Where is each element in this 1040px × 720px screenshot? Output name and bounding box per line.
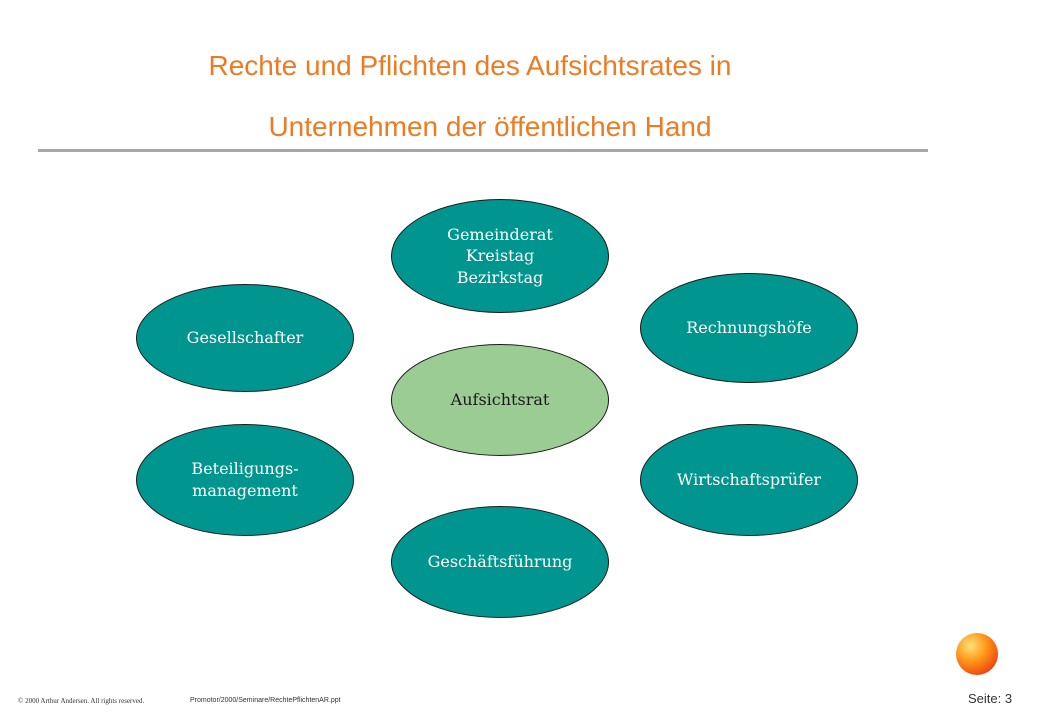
node-gesellschafter: Gesellschafter <box>136 284 354 392</box>
node-gemeinderat-line-1: Gemeinderat <box>447 224 553 244</box>
node-gemeinderat: Gemeinderat Kreistag Bezirkstag <box>391 199 609 313</box>
node-gesellschafter-label: Gesellschafter <box>186 328 304 348</box>
node-aufsichtsrat-label: Aufsichtsrat <box>450 390 550 410</box>
node-wirtschaftspruefer: Wirtschaftsprüfer <box>640 424 858 536</box>
node-gemeinderat-line-2: Kreistag <box>465 246 535 266</box>
node-rechnungshoefe-label: Rechnungshöfe <box>686 318 812 338</box>
title-divider <box>38 149 928 152</box>
node-geschaeftsfuehrung-label: Geschäftsführung <box>427 552 573 572</box>
node-gemeinderat-line-3: Bezirkstag <box>456 267 544 287</box>
node-beteiligungsmanagement: Beteiligungs- management <box>136 424 354 536</box>
node-beteiligung-line-2: management <box>192 481 298 500</box>
node-rechnungshoefe: Rechnungshöfe <box>640 273 858 383</box>
footer-file-path: Promotor/2000/Seminare/RechtePflichtenAR… <box>190 697 341 704</box>
node-wirtschaftspruefer-label: Wirtschaftsprüfer <box>676 470 822 490</box>
slide-title-line-2: Unternehmen der öffentlichen Hand <box>268 111 712 142</box>
footer-page-number: Seite: 3 <box>968 691 1013 706</box>
footer-copyright: © 2000 Arthur Andersen. All rights reser… <box>18 697 145 705</box>
node-beteiligung-line-1: Beteiligungs- <box>191 459 299 479</box>
slide-title-line-1: Rechte und Pflichten des Aufsichtsrates … <box>208 50 732 81</box>
node-geschaeftsfuehrung: Geschäftsführung <box>391 506 609 618</box>
node-aufsichtsrat-center: Aufsichtsrat <box>391 344 609 456</box>
orange-ball-icon <box>956 633 998 675</box>
